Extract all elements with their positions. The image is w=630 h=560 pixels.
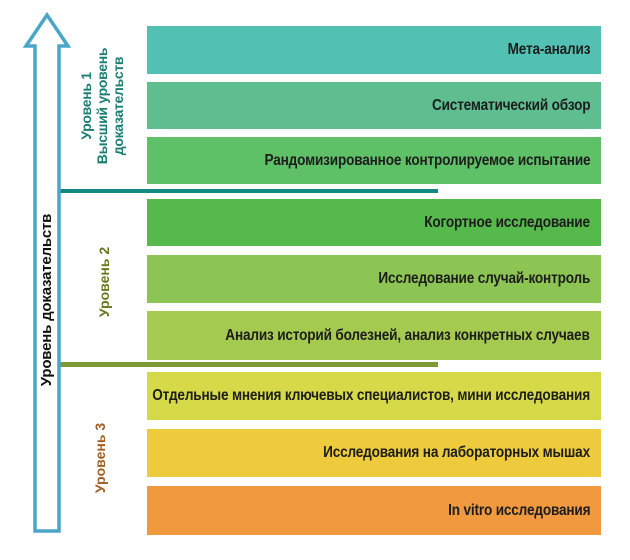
bar-label: Исследование случай-контроль bbox=[378, 270, 590, 287]
evidence-bar: Исследования на лабораторных мышах bbox=[147, 429, 601, 477]
level-3-label: Уровень 3 bbox=[92, 422, 108, 494]
evidence-bar: Когортное исследование bbox=[147, 199, 601, 246]
level-2-3-divider bbox=[58, 362, 438, 367]
axis-label: Уровень доказательств bbox=[38, 213, 55, 387]
evidence-bar: Исследование случай-контроль bbox=[147, 255, 601, 303]
bar-label: Анализ историй болезней, анализ конкретн… bbox=[225, 326, 591, 344]
bar-label: Систематический обзор bbox=[431, 96, 591, 114]
bar-label: Рандомизированное контролируемое испытан… bbox=[264, 151, 590, 169]
level-2-label: Уровень 2 bbox=[96, 246, 112, 318]
evidence-bar: Анализ историй болезней, анализ конкретн… bbox=[147, 311, 601, 360]
level-1-2-divider bbox=[58, 189, 438, 193]
level-1-label: Уровень 1 Высший уровень доказательств bbox=[78, 47, 126, 165]
evidence-bar: Систематический обзор bbox=[147, 82, 601, 129]
bar-label: Мета-анализ bbox=[507, 41, 590, 58]
bar-label: Когортное исследование bbox=[424, 213, 590, 231]
bar-label: Исследования на лабораторных мышах bbox=[323, 444, 590, 461]
bar-label: Отдельные мнения ключевых специалистов, … bbox=[152, 387, 590, 404]
bar-label: In vitro исследования bbox=[447, 501, 590, 519]
evidence-bar: Мета-анализ bbox=[147, 26, 601, 74]
evidence-bar: Рандомизированное контролируемое испытан… bbox=[147, 137, 601, 184]
evidence-bar: In vitro исследования bbox=[147, 486, 601, 535]
evidence-bar: Отдельные мнения ключевых специалистов, … bbox=[147, 372, 601, 420]
